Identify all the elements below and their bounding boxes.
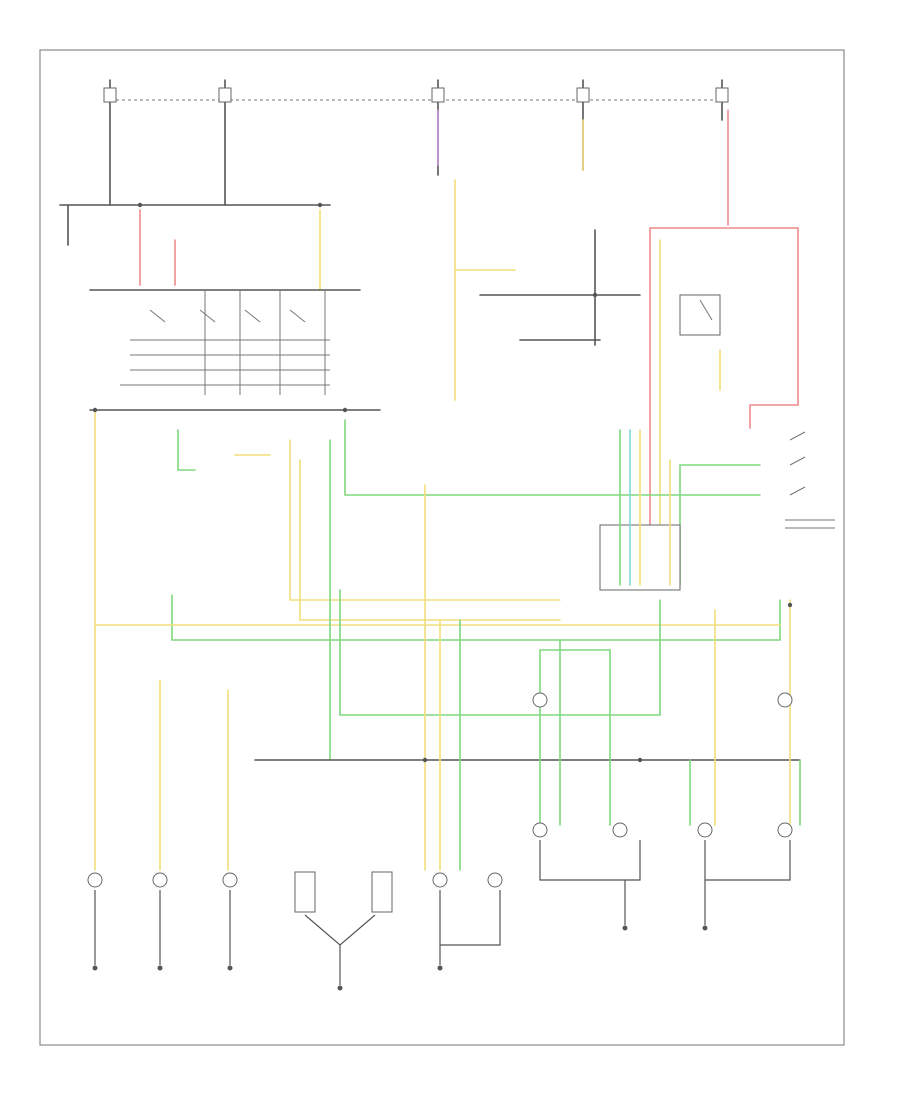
switch-contacts-right [785, 431, 835, 529]
wire-green-main [344, 419, 761, 496]
ground-points [92, 840, 791, 991]
relay-cluster [649, 227, 799, 586]
lamp-row-lower [87, 692, 793, 913]
headlamp-switch [89, 289, 381, 411]
junction-dots [92, 202, 793, 763]
fuse-sources-top [103, 79, 729, 206]
connector-block [599, 429, 681, 591]
diagram-frame [39, 49, 845, 1046]
